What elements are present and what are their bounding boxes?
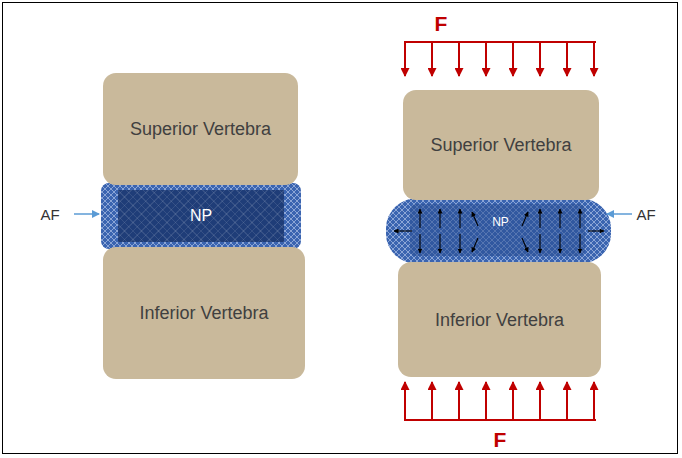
arrow-stroke [472, 212, 478, 226]
arrow-stroke [404, 382, 406, 420]
leader-arrow [74, 213, 99, 215]
part-label: AF [40, 206, 59, 223]
node-label: NP [484, 215, 517, 229]
arrow-stroke [588, 230, 604, 231]
vertebra-body: Superior Vertebra [403, 90, 599, 200]
arrow-stroke [566, 382, 568, 420]
node-label: Superior Vertebra [422, 134, 579, 156]
node-label: Inferior Vertebra [427, 309, 572, 331]
arrow-stroke [458, 382, 460, 420]
bulged-annulus [386, 198, 611, 264]
arrow-stroke [539, 382, 541, 420]
arrow-stroke [419, 209, 420, 228]
arrow-stroke [539, 209, 540, 228]
arrow-stroke [593, 42, 595, 76]
arrow-stroke [419, 234, 420, 253]
arrow-stroke [522, 238, 528, 252]
arrow-stroke [485, 42, 487, 76]
part-label: AF [636, 206, 655, 223]
arrow-stroke [394, 230, 412, 231]
force-label: F [494, 428, 507, 452]
vertebra-body: Superior Vertebra [103, 73, 298, 185]
force-arrows [404, 42, 596, 76]
nucleus-pulposus: NP [482, 212, 519, 232]
arrow-stroke [459, 234, 460, 253]
arrow-stroke [459, 209, 460, 228]
leader-arrow [607, 213, 632, 215]
arrow-stroke [579, 209, 580, 228]
force-arrows [404, 382, 596, 420]
arrow-stroke [579, 234, 580, 253]
arrow-stroke [404, 42, 406, 76]
arrow-stroke [458, 42, 460, 76]
arrow-stroke [559, 209, 560, 228]
pressure-arrows [394, 209, 604, 253]
arrow-stroke [431, 42, 433, 76]
arrow-stroke [439, 209, 440, 228]
arrow-stroke [512, 382, 514, 420]
vertebra-body: Inferior Vertebra [398, 262, 601, 377]
arrow-stroke [485, 382, 487, 420]
arrow-stroke [439, 234, 440, 253]
arrow-stroke [472, 238, 478, 252]
annulus-fibrosus [101, 183, 301, 249]
arrow-stroke [522, 212, 528, 226]
node-label: Inferior Vertebra [131, 302, 276, 324]
arrow-stroke [566, 42, 568, 76]
force-label: F [435, 12, 448, 36]
arrow-stroke [539, 42, 541, 76]
arrow-stroke [512, 42, 514, 76]
arrow-stroke [593, 382, 595, 420]
nucleus-pulposus: NP [118, 190, 284, 242]
node-label: NP [182, 207, 220, 225]
arrow-stroke [539, 234, 540, 253]
arrow-stroke [559, 234, 560, 253]
arrow-stroke [431, 382, 433, 420]
vertebra-body: Inferior Vertebra [103, 247, 305, 379]
nucleus-region [410, 204, 585, 256]
node-label: Superior Vertebra [122, 118, 279, 140]
